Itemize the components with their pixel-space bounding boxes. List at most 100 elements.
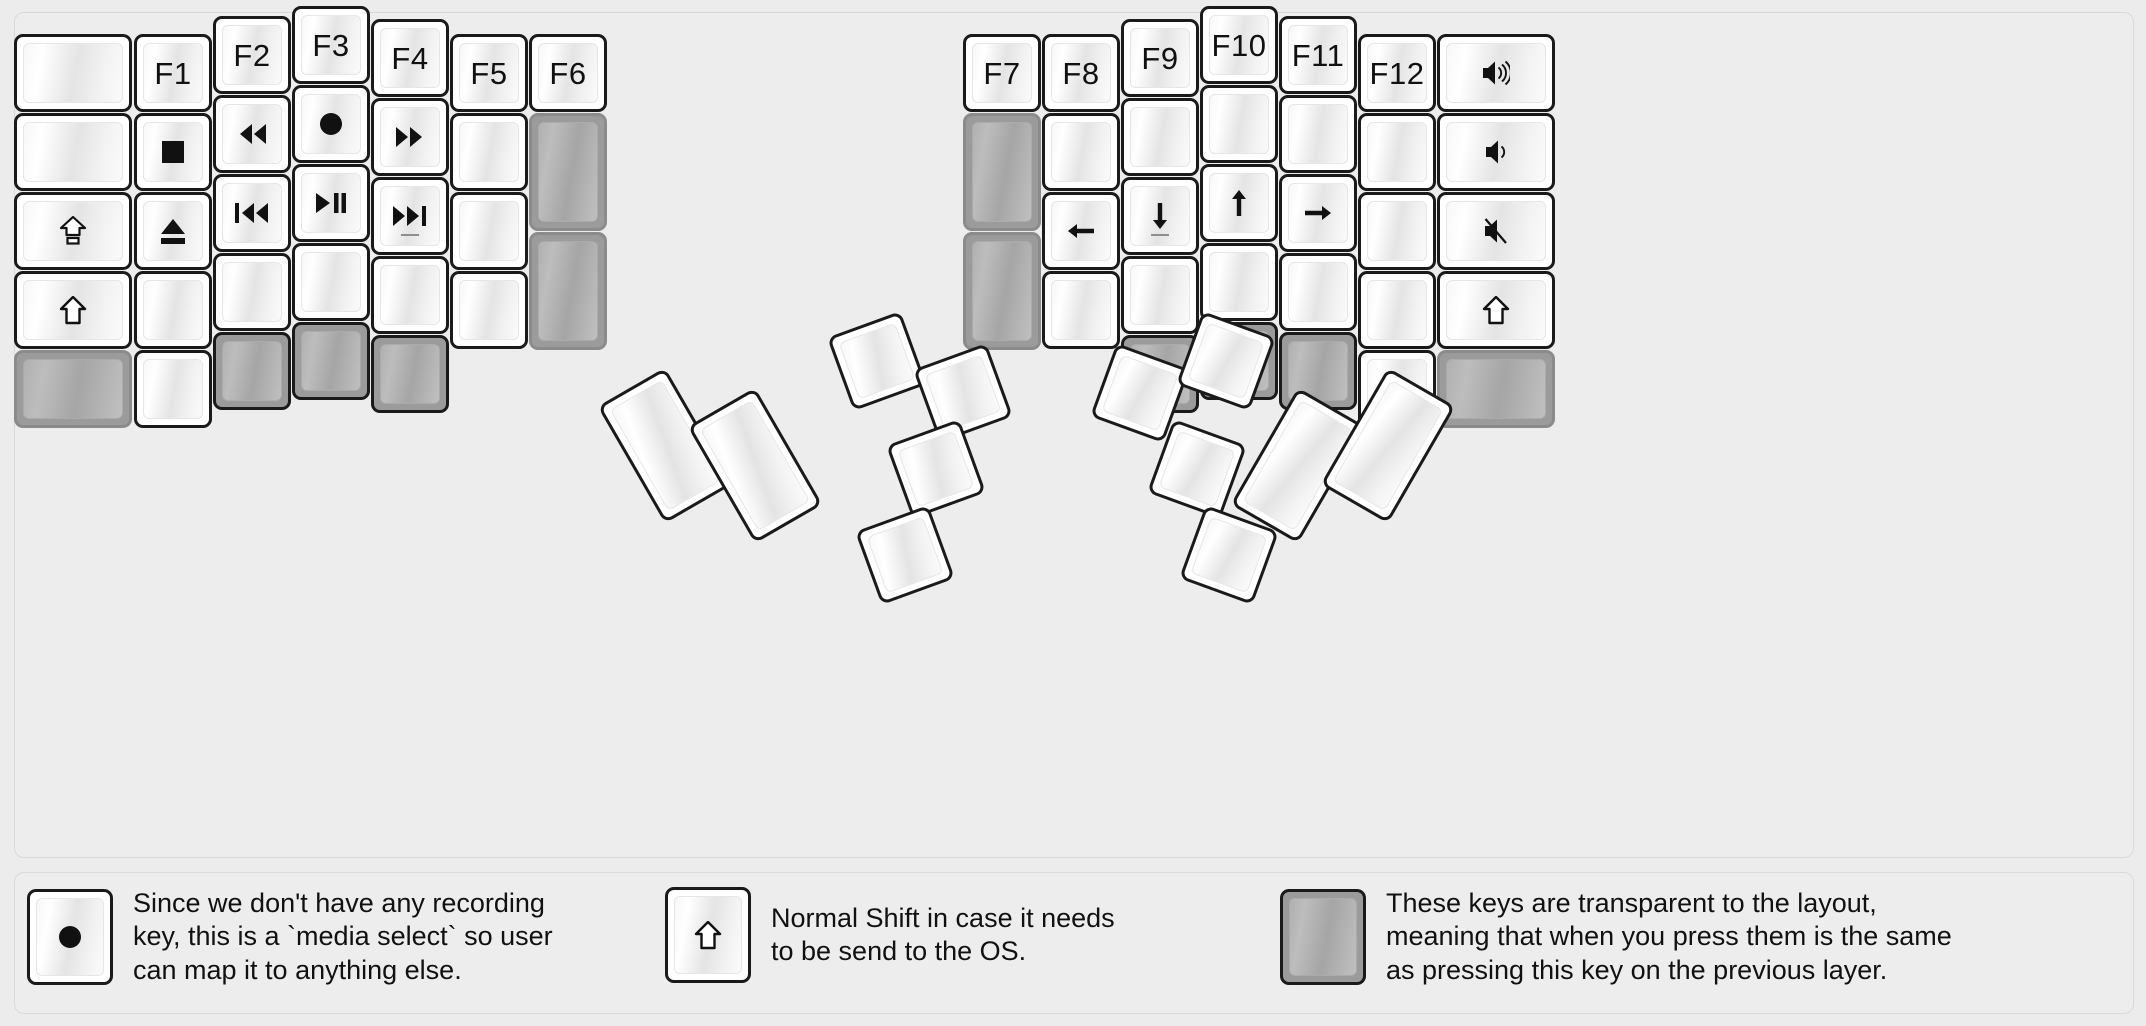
key-right-ring-0[interactable]: F10 [1200,6,1278,84]
key-left-ring-2[interactable] [213,174,291,252]
keycap-face [866,516,944,594]
key-left-index-3[interactable] [371,256,449,334]
key-left-pinky-outer-1[interactable] [14,113,132,191]
key-right-pinky-outer-2[interactable] [1358,192,1436,270]
key-left-index-inner-1[interactable] [450,113,528,191]
key-right-pinky-0[interactable]: F11 [1279,16,1357,94]
keycap-face [972,241,1032,341]
key-left-middle-4[interactable] [292,322,370,400]
key-left-pinky-2[interactable] [134,192,212,270]
key-left-index-0[interactable]: F4 [371,19,449,97]
key-left-index-4[interactable] [371,335,449,413]
key-right-index-inner-0[interactable]: F7 [963,34,1041,112]
media-record-icon [318,111,344,137]
keycap-face [1051,122,1111,182]
key-right-pinky-outer-0[interactable]: F12 [1358,34,1436,112]
key-left-inner-most-0[interactable]: F6 [529,34,607,112]
keycap-face [143,280,203,340]
key-right-middle-0[interactable]: F9 [1121,19,1199,97]
volume-down-icon [1485,138,1507,166]
key-right-middle-2[interactable] [1121,177,1199,255]
key-left-ring-0[interactable]: F2 [213,16,291,94]
key-left-pinky-0[interactable]: F1 [134,34,212,112]
key-left-index-inner-3[interactable] [450,271,528,349]
shift-icon [1482,295,1510,325]
key-right-index-inner-1[interactable] [963,113,1041,231]
key-right-index-1[interactable] [1042,113,1120,191]
keycap-face [143,201,203,261]
key-right-outer-most-1[interactable] [1437,113,1555,191]
media-record-icon [57,924,83,950]
arrow-left-icon [1066,219,1096,243]
key-right-outer-most-3[interactable] [1437,271,1555,349]
key-right-pinky-2[interactable] [1279,174,1357,252]
key-right-pinky-1[interactable] [1279,95,1357,173]
keycap-face [301,331,361,391]
keycap-face [1101,354,1179,432]
key-right-index-2[interactable] [1042,192,1120,270]
media-prev-track-icon [234,201,270,225]
key-left-middle-0[interactable]: F3 [292,6,370,84]
key-right-outer-most-0[interactable] [1437,34,1555,112]
key-left-pinky-outer-4[interactable] [14,350,132,428]
key-left-middle-3[interactable] [292,243,370,321]
key-left-ring-3[interactable] [213,253,291,331]
keycap-face [1367,122,1427,182]
key-right-pinky-outer-1[interactable] [1358,113,1436,191]
shift-icon [694,920,722,950]
media-rewind-icon [235,122,269,146]
key-right-index-3[interactable] [1042,271,1120,349]
key-right-pinky-outer-3[interactable] [1358,271,1436,349]
key-right-index-0[interactable]: F8 [1042,34,1120,112]
keycap-face [23,280,123,340]
keycap-face [23,359,123,419]
keycap-face: F3 [301,15,361,75]
key-left-pinky-1[interactable] [134,113,212,191]
key-left-inner-most-1[interactable] [529,113,607,231]
legend-item-3: These keys are transparent to the layout… [1280,887,1952,987]
keycap-label: F2 [233,37,271,73]
key-right-ring-2[interactable] [1200,164,1278,242]
key-left-pinky-3[interactable] [134,271,212,349]
keycap-face [1446,122,1546,182]
key-left-pinky-4[interactable] [134,350,212,428]
key-right-index-inner-2[interactable] [963,232,1041,350]
keycap-face [301,173,361,233]
legend-panel: Since we don't have any recording key, t… [14,872,2134,1014]
caps-lock-icon [59,216,87,246]
key-left-middle-1[interactable] [292,85,370,163]
legend-sample-key-2 [665,887,751,983]
keycap-face [1187,322,1265,400]
key-right-outer-most-4[interactable] [1437,350,1555,428]
key-right-ring-1[interactable] [1200,85,1278,163]
keycap-face [972,122,1032,222]
key-left-index-1[interactable] [371,98,449,176]
arrow-right-icon [1303,201,1333,225]
key-right-ring-3[interactable] [1200,243,1278,321]
key-right-pinky-4[interactable] [1279,332,1357,410]
key-left-ring-1[interactable] [213,95,291,173]
keycap-face [301,94,361,154]
key-left-pinky-outer-0[interactable] [14,34,132,112]
key-right-middle-3[interactable] [1121,256,1199,334]
key-left-ring-4[interactable] [213,332,291,410]
key-left-index-inner-2[interactable] [450,192,528,270]
key-right-outer-most-2[interactable] [1437,192,1555,270]
volume-mute-icon [1484,217,1508,245]
legend-item-1: Since we don't have any recording key, t… [27,887,553,987]
key-left-middle-2[interactable] [292,164,370,242]
keycap-face [222,341,282,401]
key-left-index-2[interactable] [371,177,449,255]
volume-up-icon [1482,59,1510,87]
keycap-label: F10 [1211,27,1267,63]
key-left-inner-most-2[interactable] [529,232,607,350]
keycap-face [1288,104,1348,164]
keycap-face [222,183,282,243]
key-left-index-inner-0[interactable]: F5 [450,34,528,112]
key-left-pinky-outer-3[interactable] [14,271,132,349]
keycap-face [1209,173,1269,233]
key-right-pinky-3[interactable] [1279,253,1357,331]
key-right-middle-1[interactable] [1121,98,1199,176]
key-left-pinky-outer-2[interactable] [14,192,132,270]
